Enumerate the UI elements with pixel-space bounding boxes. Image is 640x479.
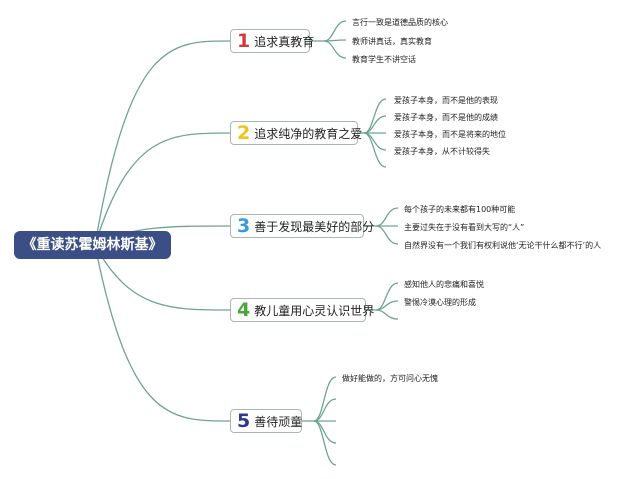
branch-number-2: 2 bbox=[237, 122, 251, 144]
leaf-connector-5-2 bbox=[313, 398, 337, 422]
branch-label-5: 善待顽童 bbox=[254, 414, 303, 429]
branch-connector-4 bbox=[94, 244, 231, 311]
branch-number-1: 1 bbox=[237, 30, 251, 52]
branch-topic-1[interactable]: 1 追求真教育 bbox=[230, 29, 314, 53]
leaf-4-1: 感知他人的悲痛和喜悦 bbox=[404, 280, 484, 289]
branch-topic-5[interactable]: 5 善待顽童 bbox=[230, 409, 302, 433]
leaf-2-2: 爱孩子本身，而不是他的成绩 bbox=[394, 113, 498, 122]
branch-label-1: 追求真教育 bbox=[254, 34, 315, 49]
leaf-1-1: 言行一致是道德品质的核心 bbox=[352, 18, 448, 27]
leaf-connector-2-4 bbox=[363, 132, 387, 151]
leaf-connector-4-3 bbox=[375, 309, 399, 320]
branch-connector-1 bbox=[94, 40, 231, 246]
branch-number-3: 3 bbox=[237, 215, 251, 237]
leaf-connector-5-5 bbox=[313, 420, 337, 466]
leaf-2-3: 爱孩子本身，而不是将来的地位 bbox=[394, 130, 506, 139]
branch-number-4: 4 bbox=[237, 299, 251, 321]
branch-connector-5 bbox=[94, 244, 231, 422]
leaf-connector-4-1 bbox=[375, 282, 399, 311]
leaf-3-1: 每个孩子的未来都有100种可能 bbox=[404, 205, 516, 214]
leaf-connector-3-1 bbox=[375, 207, 399, 227]
leaf-connector-2-5 bbox=[363, 132, 387, 168]
branch-number-5: 5 bbox=[237, 410, 251, 432]
branch-topic-4[interactable]: 4 教儿童用心灵认识世界 bbox=[230, 298, 374, 322]
branch-topic-2[interactable]: 2 追求纯净的教育之爱 bbox=[230, 121, 362, 145]
leaf-connector-3-3 bbox=[375, 225, 399, 245]
leaf-4-2: 警惕冷漠心理的形成 bbox=[404, 298, 476, 307]
leaf-connector-2-2 bbox=[363, 115, 387, 134]
leaf-3-2: 主要过失在于没有看到大写的“人” bbox=[404, 223, 525, 232]
root-topic[interactable]: 《重读苏霍姆林斯基》 bbox=[14, 231, 171, 259]
leaf-2-4: 爱孩子本身，从不计较得失 bbox=[394, 147, 490, 156]
leaf-3-3: 自然界没有一个我们有权利说他‘无论干什么都不行’的人 bbox=[404, 241, 602, 250]
branch-connector-2 bbox=[94, 132, 231, 246]
leaf-1-3: 教育学生不讲空话 bbox=[352, 55, 416, 64]
branch-label-3: 善于发现最美好的部分 bbox=[254, 219, 375, 234]
branch-label-2: 追求纯净的教育之爱 bbox=[254, 126, 363, 141]
leaf-connector-1-1 bbox=[323, 20, 347, 42]
leaf-connector-5-1 bbox=[313, 376, 337, 422]
leaf-5-1: 做好能做的，方可问心无愧 bbox=[342, 374, 438, 383]
leaf-connector-1-3 bbox=[323, 40, 347, 59]
leaf-2-1: 爱孩子本身，而不是他的表现 bbox=[394, 96, 498, 105]
branch-topic-3[interactable]: 3 善于发现最美好的部分 bbox=[230, 214, 374, 238]
branch-label-4: 教儿童用心灵认识世界 bbox=[254, 303, 375, 318]
leaf-connector-5-4 bbox=[313, 420, 337, 444]
leaf-1-2: 教师讲真话，真实教育 bbox=[352, 37, 432, 46]
